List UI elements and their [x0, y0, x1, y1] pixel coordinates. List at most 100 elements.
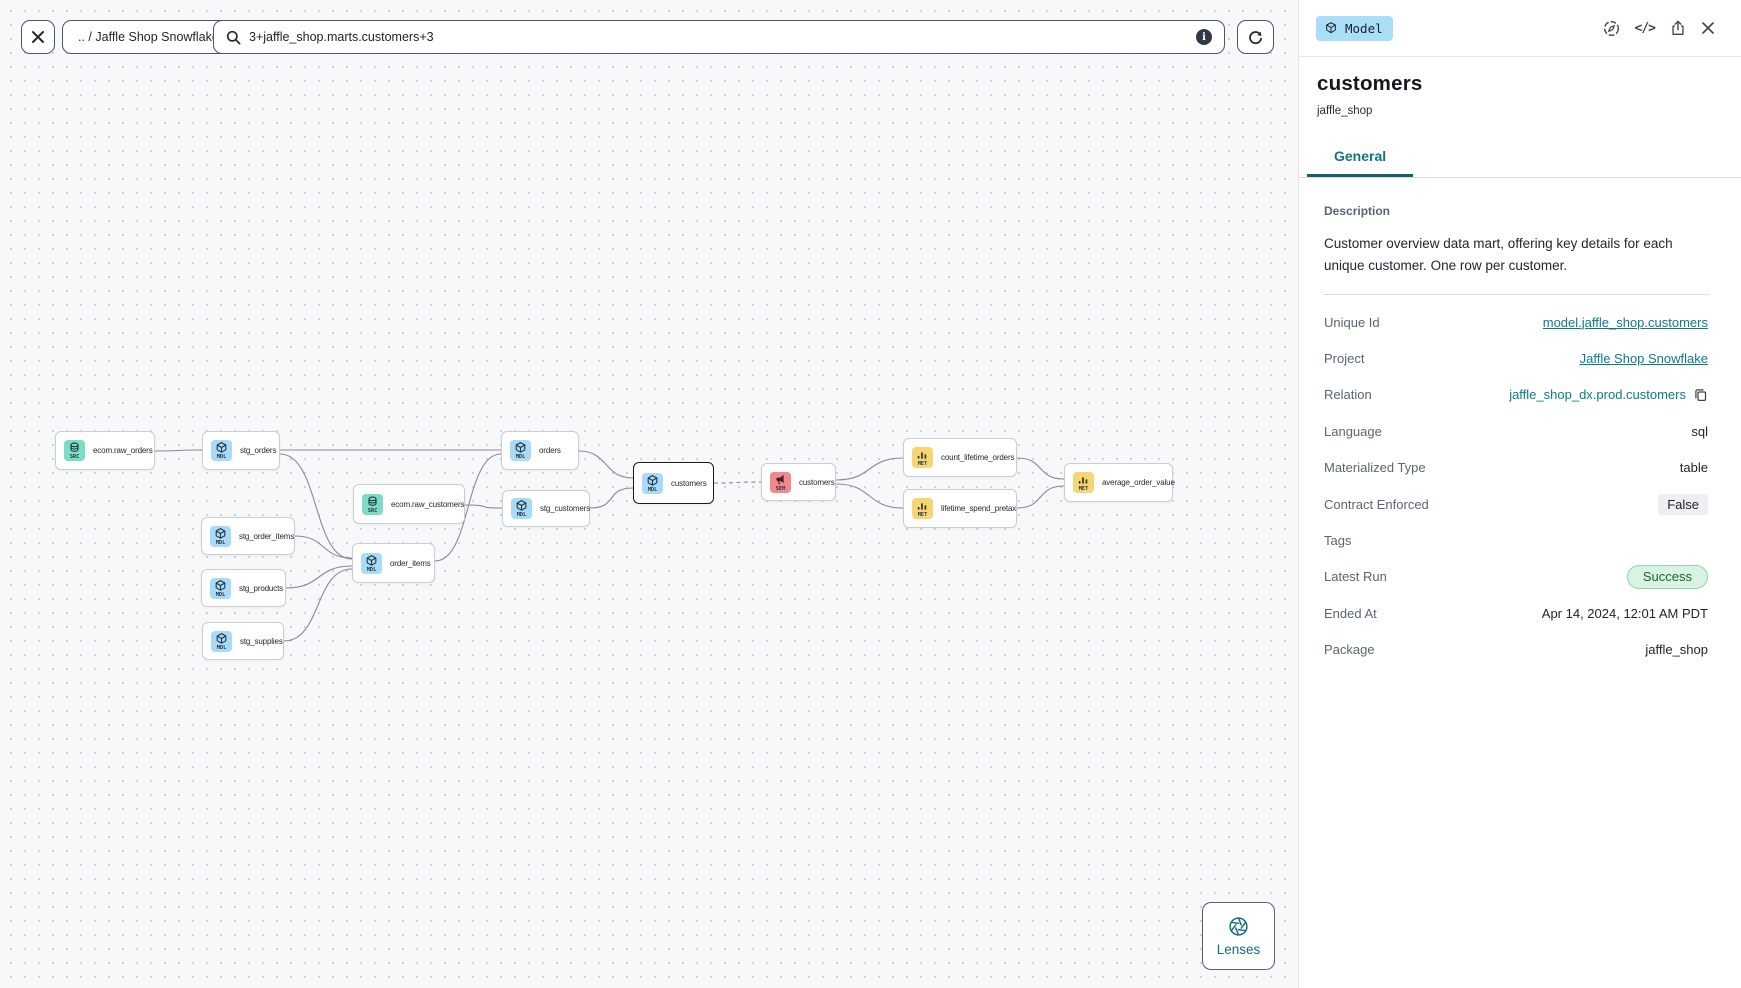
general-tab-content: Description Customer overview data mart,…	[1299, 178, 1741, 668]
node-label: ecom.raw_orders	[93, 446, 153, 455]
link-relation[interactable]: jaffle_shop_dx.prod.customers	[1509, 387, 1686, 403]
svg-text:MDL: MDL	[216, 592, 226, 598]
explore-compass-icon[interactable]	[1602, 19, 1621, 38]
field-value-package: jaffle_shop	[1645, 642, 1708, 657]
field-label-ended-at: Ended At	[1324, 605, 1377, 621]
source-database-icon: SRC	[362, 493, 383, 515]
field-label-package: Package	[1324, 642, 1375, 658]
panel-title: customers	[1317, 72, 1423, 95]
lenses-button[interactable]: Lenses	[1202, 902, 1275, 970]
svg-text:MET: MET	[918, 461, 928, 467]
lineage-edge	[835, 457, 904, 481]
panel-actions: </>	[1602, 19, 1715, 38]
field-value-relation: jaffle_shop_dx.prod.customers	[1509, 387, 1708, 402]
description-label: Description	[1324, 204, 1391, 218]
node-label: order_items	[390, 558, 431, 568]
lineage-edge	[1016, 457, 1065, 480]
model-cube-icon: MDL	[211, 440, 232, 461]
node-label: stg_orders	[240, 446, 277, 455]
value-package: jaffle_shop	[1645, 642, 1708, 658]
node-label: ecom.raw_customers	[391, 499, 465, 509]
node-label: stg_products	[239, 583, 284, 593]
field-row-project: Project Jaffle Shop Snowflake	[1324, 340, 1708, 376]
svg-text:MET: MET	[918, 512, 928, 518]
lineage-edge	[154, 449, 203, 452]
svg-text:MDL: MDL	[648, 487, 658, 493]
graph-node-ecom.raw_orders[interactable]: SRC ecom.raw_orders	[55, 431, 155, 470]
details-panel: Model </> customers jaffle_shop General	[1298, 0, 1741, 988]
share-icon[interactable]	[1669, 19, 1687, 37]
graph-node-stg_orders[interactable]: MDL stg_orders	[202, 431, 280, 470]
svg-text:MET: MET	[1079, 486, 1089, 492]
graph-node-stg_products[interactable]: MDL stg_products	[201, 569, 286, 607]
model-cube-icon: MDL	[511, 498, 532, 519]
link-unique-id[interactable]: model.jaffle_shop.customers	[1542, 314, 1708, 330]
field-value-materialized-type: table	[1680, 460, 1708, 475]
code-icon[interactable]: </>	[1634, 20, 1657, 36]
value-latest-run: Success	[1626, 564, 1708, 589]
link-project[interactable]: Jaffle Shop Snowflake	[1579, 351, 1708, 367]
refresh-icon	[1249, 30, 1262, 44]
breadcrumb[interactable]: .. / Jaffle Shop Snowflake	[62, 20, 235, 54]
field-value-ended-at: Apr 14, 2024, 12:01 AM PDT	[1542, 606, 1708, 621]
model-cube-icon: MDL	[210, 577, 231, 599]
svg-text:MDL: MDL	[217, 454, 227, 460]
lineage-edge	[589, 487, 634, 509]
graph-node-customers[interactable]: MDL customers	[633, 462, 714, 504]
graph-node-lifetime_spend_pretax[interactable]: MET lifetime_spend_pretax	[903, 489, 1017, 528]
graph-node-order_items[interactable]: MDL order_items	[352, 543, 435, 583]
metric-chart-icon: MET	[1073, 472, 1094, 493]
metric-chart-icon: MET	[912, 447, 933, 468]
field-label-project: Project	[1324, 351, 1365, 367]
field-label-latest-run: Latest Run	[1324, 569, 1387, 585]
panel-tabs: General	[1299, 148, 1741, 178]
tab-general[interactable]: General	[1307, 148, 1414, 177]
resource-type-label: Model	[1345, 20, 1383, 36]
svg-text:MDL: MDL	[516, 454, 526, 460]
panel-header: Model </>	[1299, 0, 1741, 57]
lineage-edge	[578, 450, 634, 479]
lineage-edge	[464, 504, 503, 509]
lineage-edge	[294, 535, 353, 559]
node-label: lifetime_spend_pretax	[941, 504, 1017, 513]
info-icon[interactable]: i	[1196, 29, 1212, 45]
field-value-project: Jaffle Shop Snowflake	[1580, 351, 1708, 366]
model-cube-icon: MDL	[210, 525, 231, 547]
source-database-icon: SRC	[64, 440, 85, 461]
lineage-edge	[285, 565, 353, 589]
node-label: customers	[799, 477, 835, 487]
field-label-materialized-type: Materialized Type	[1324, 460, 1426, 476]
field-row-latest-run: Latest Run Success	[1324, 559, 1708, 595]
field-label-tags: Tags	[1324, 533, 1352, 549]
field-row-package: Package jaffle_shop	[1324, 632, 1708, 668]
search-input[interactable]	[249, 30, 1188, 44]
graph-node-ecom.raw_customers[interactable]: SRC ecom.raw_customers	[353, 484, 465, 524]
divider	[1324, 294, 1708, 295]
field-label-relation: Relation	[1324, 387, 1372, 403]
close-lineage-button[interactable]	[21, 20, 55, 54]
field-row-materialized-type: Materialized Type table	[1324, 450, 1708, 486]
panel-subtitle: jaffle_shop	[1317, 105, 1373, 117]
model-cube-icon: MDL	[361, 552, 382, 574]
node-label: customers	[671, 478, 707, 488]
close-panel-icon[interactable]	[1701, 21, 1715, 35]
value-contract-enforced: False	[1658, 493, 1708, 515]
aperture-icon	[1229, 916, 1248, 936]
lineage-edge	[835, 483, 904, 509]
svg-text:MDL: MDL	[216, 540, 226, 546]
copy-icon[interactable]	[1693, 387, 1708, 402]
field-value-contract-enforced: False	[1658, 493, 1708, 515]
refresh-button[interactable]	[1237, 20, 1274, 54]
lineage-edge	[713, 481, 762, 484]
field-row-relation: Relation jaffle_shop_dx.prod.customers	[1324, 377, 1708, 413]
